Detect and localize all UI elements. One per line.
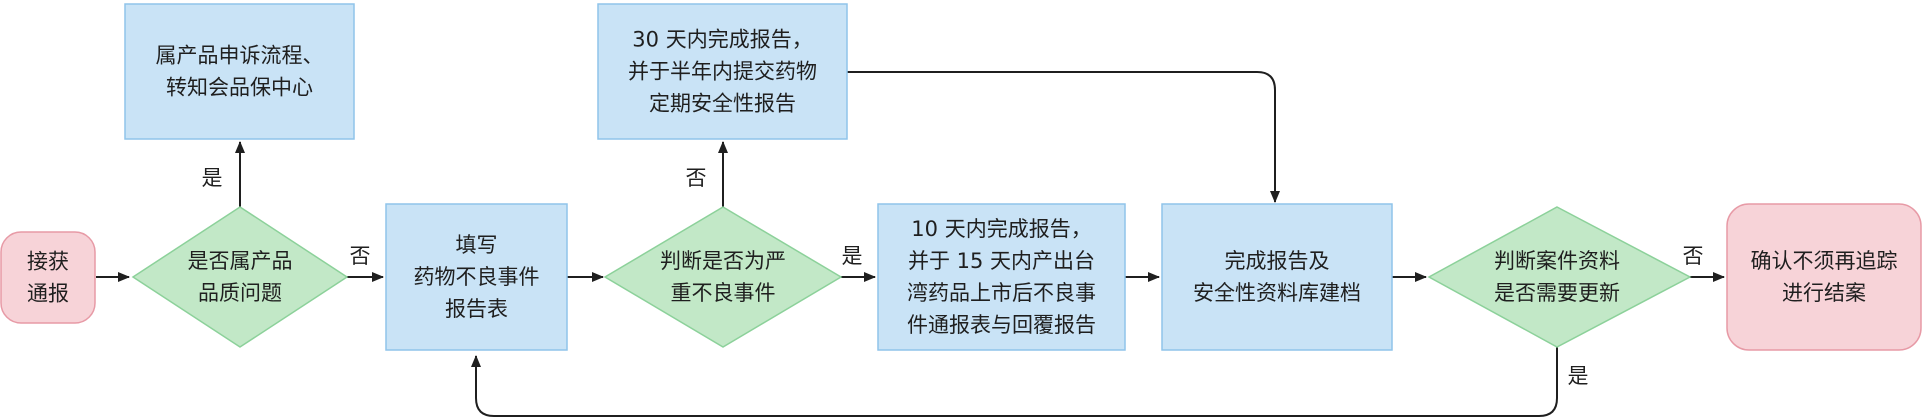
- report-10-line-2: 并于 15 天内产出台: [908, 249, 1095, 273]
- close-case-terminal: [1726, 203, 1922, 351]
- fill-form-line-3: 报告表: [445, 297, 508, 321]
- close-case-line-1: 确认不须再追踪: [1751, 249, 1898, 273]
- close-case-line-2: 进行结案: [1782, 281, 1866, 305]
- start-terminal: [0, 231, 96, 324]
- archive-line-1: 完成报告及: [1225, 249, 1330, 273]
- serious-decision-diamond: [603, 206, 843, 348]
- start-line-2: 通报: [27, 282, 69, 306]
- quality-question-line-2: 品质问题: [198, 281, 282, 305]
- start-line-1: 接获: [27, 250, 69, 274]
- quality-decision-diamond: [131, 206, 349, 348]
- edge-label-quality-no: 否: [350, 244, 371, 268]
- appeal-process-box: [124, 3, 355, 140]
- fill-form-process-box: [385, 203, 568, 351]
- report30-process-box: [597, 3, 848, 140]
- report-10-line-4: 件通报表与回覆报告: [907, 313, 1096, 337]
- update-decision-diamond: [1427, 206, 1692, 348]
- edge-label-serious-yes: 是: [842, 244, 863, 268]
- report-30-line-2: 并于半年内提交药物: [628, 60, 817, 84]
- report-30-line-3: 定期安全性报告: [649, 92, 796, 116]
- appeal-box-label: 属产品申诉流程、转知会品保中心: [156, 44, 324, 100]
- report-30-line-1: 30 天内完成报告，: [632, 28, 812, 52]
- update-check-line-2: 是否需要更新: [1494, 281, 1620, 305]
- node-appeal-box: 属产品申诉流程、转知会品保中心: [124, 3, 355, 140]
- edge-report30-to-archive: [847, 71, 1280, 203]
- serious-check-line-2: 重不良事件: [671, 281, 776, 305]
- update-check-line-1: 判断案件资料: [1494, 249, 1620, 273]
- edge-label-serious-no: 否: [686, 166, 707, 190]
- report-10-line-1: 10 天内完成报告，: [911, 217, 1091, 241]
- edge-update-to-fill: [471, 347, 1558, 417]
- edge-label-update-yes: 是: [1568, 364, 1589, 388]
- appeal-box-line-2: 转知会品保中心: [166, 76, 313, 100]
- quality-question-line-1: 是否属产品: [188, 249, 293, 273]
- report-10-line-3: 湾药品上市后不良事: [907, 281, 1096, 305]
- serious-check-line-1: 判断是否为严: [660, 249, 786, 273]
- fill-form-line-2: 药物不良事件: [414, 265, 540, 289]
- connectors: [96, 71, 1725, 417]
- edge-label-quality-yes: 是: [202, 166, 223, 190]
- edge-label-update-no: 否: [1683, 244, 1704, 268]
- fill-form-line-1: 填写: [456, 233, 498, 257]
- archive-line-2: 安全性资料库建档: [1193, 281, 1361, 305]
- appeal-box-line-1: 属产品申诉流程、: [156, 44, 324, 68]
- archive-process-box: [1161, 203, 1393, 351]
- report10-process-box: [877, 203, 1126, 351]
